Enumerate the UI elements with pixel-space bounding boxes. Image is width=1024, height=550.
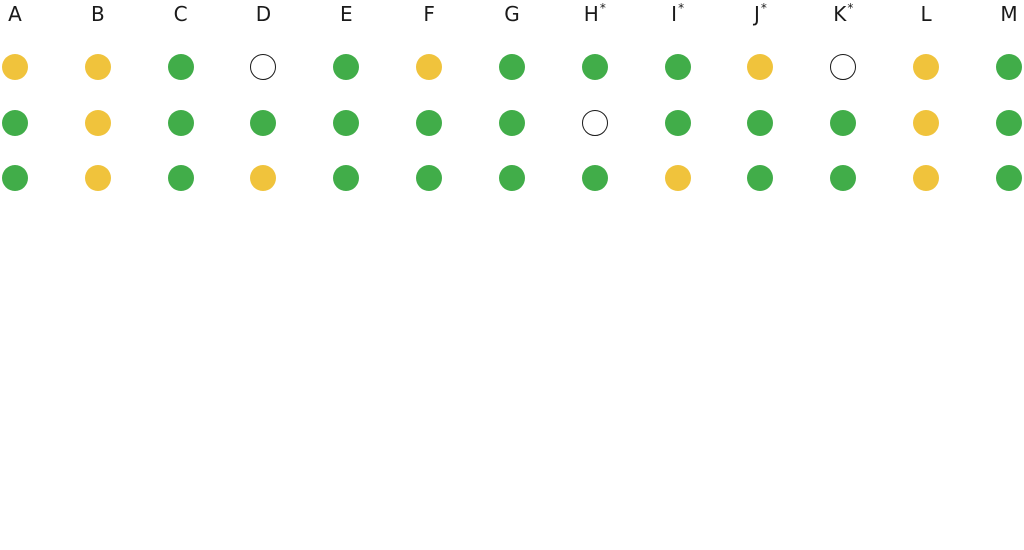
column-label: B [90, 2, 105, 26]
column-label: I [671, 2, 678, 26]
green-status-dot [333, 54, 360, 80]
column-label: G [504, 2, 520, 26]
column-label: A [8, 2, 22, 26]
column-header-i: I* [653, 2, 703, 26]
green-status-dot [995, 110, 1022, 136]
empty-status-dot [581, 110, 608, 136]
column-header-d: D [238, 2, 288, 26]
yellow-status-dot [84, 110, 111, 136]
green-status-dot [581, 165, 608, 191]
green-status-dot [333, 110, 360, 136]
yellow-status-dot [913, 54, 940, 80]
green-status-dot [830, 165, 857, 191]
column-header-j: J* [735, 2, 785, 26]
yellow-status-dot [913, 165, 940, 191]
column-label: K [833, 2, 847, 26]
green-status-dot [167, 165, 194, 191]
asterisk-mark: * [760, 1, 767, 15]
column-label: E [339, 2, 353, 26]
green-status-dot [2, 110, 28, 136]
green-status-dot [498, 54, 525, 80]
column-label: L [920, 2, 932, 26]
yellow-status-dot [664, 165, 691, 191]
asterisk-mark: * [678, 1, 685, 15]
green-status-dot [167, 110, 194, 136]
column-label: D [255, 2, 272, 26]
green-status-dot [2, 165, 28, 191]
column-header-k: K* [818, 2, 868, 26]
yellow-status-dot [250, 165, 277, 191]
yellow-status-dot [84, 165, 111, 191]
yellow-status-dot [747, 54, 774, 80]
column-label: H [583, 2, 599, 26]
column-header-l: L [901, 2, 951, 26]
column-label: F [423, 2, 435, 26]
column-label: C [173, 2, 188, 26]
yellow-status-dot [2, 54, 28, 80]
green-status-dot [747, 110, 774, 136]
green-status-dot [664, 54, 691, 80]
column-header-e: E [321, 2, 371, 26]
green-status-dot [581, 54, 608, 80]
column-header-b: B [73, 2, 123, 26]
yellow-status-dot [84, 54, 111, 80]
green-status-dot [664, 110, 691, 136]
green-status-dot [167, 54, 194, 80]
column-header-h: H* [570, 2, 620, 26]
empty-status-dot [250, 54, 277, 80]
green-status-dot [498, 165, 525, 191]
green-status-dot [416, 165, 443, 191]
yellow-status-dot [913, 110, 940, 136]
column-header-m: M [984, 2, 1024, 26]
green-status-dot [250, 110, 277, 136]
column-header-f: F [404, 2, 454, 26]
column-label: M [1000, 2, 1018, 26]
green-status-dot [747, 165, 774, 191]
green-status-dot [995, 165, 1022, 191]
green-status-dot [416, 110, 443, 136]
asterisk-mark: * [599, 1, 606, 15]
column-header-c: C [156, 2, 206, 26]
empty-status-dot [830, 54, 857, 80]
asterisk-mark: * [847, 1, 854, 15]
green-status-dot [830, 110, 857, 136]
yellow-status-dot [416, 54, 443, 80]
green-status-dot [333, 165, 360, 191]
column-header-g: G [487, 2, 537, 26]
column-header-a: A [0, 2, 40, 26]
green-status-dot [498, 110, 525, 136]
column-label: J [754, 2, 760, 26]
green-status-dot [995, 54, 1022, 80]
